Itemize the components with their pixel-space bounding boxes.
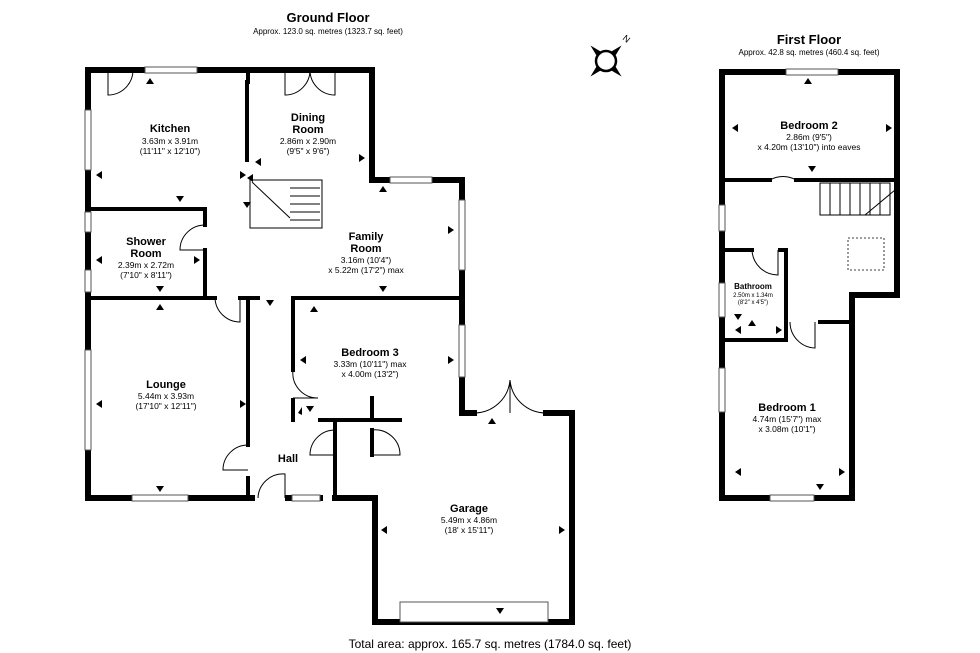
room-dims: 5.49m x 4.86m	[441, 515, 497, 525]
room-name: Shower	[126, 236, 166, 248]
room-dims: x 4.00m (13'2")	[341, 369, 398, 379]
room-dims: (11'11" x 12'10")	[140, 146, 201, 156]
room-dims: 3.16m (10'4")	[341, 255, 392, 265]
room-name: Bedroom 3	[341, 347, 398, 359]
room-family: Family Room 3.16m (10'4") x 5.22m (17'2"…	[328, 231, 404, 275]
room-lounge: Lounge 5.44m x 3.93m (17'10" x 12'11")	[135, 379, 196, 411]
first-stairs	[819, 182, 896, 216]
compass-icon: N	[590, 33, 632, 77]
room-name: Bathroom	[734, 282, 772, 291]
room-name: Garage	[450, 503, 488, 515]
ground-floor-area: Approx. 123.0 sq. metres (1323.7 sq. fee…	[253, 27, 403, 36]
room-bathroom: Bathroom 2.50m x 1.34m (8'2" x 4'5")	[733, 282, 773, 306]
first-floor-windows	[718, 68, 839, 502]
room-dims: x 5.22m (17'2") max	[328, 265, 404, 275]
room-dims: 2.50m x 1.34m	[733, 293, 773, 299]
room-hall: Hall	[278, 453, 298, 465]
room-name: Room	[292, 124, 323, 136]
room-dims: (9'5" x 9'6")	[287, 146, 330, 156]
first-floor-markers	[732, 78, 892, 490]
room-name: Family	[349, 231, 385, 243]
first-floor-title: First Floor	[777, 32, 841, 47]
room-dims: 2.86m (9'5")	[786, 132, 832, 142]
ground-floor-doors	[107, 69, 547, 499]
room-name: Room	[350, 243, 381, 255]
room-name: Bedroom 2	[780, 120, 837, 132]
room-shower: Shower Room 2.39m x 2.72m (7'10" x 8'11"…	[118, 236, 174, 280]
room-bedroom-1: Bedroom 1 4.74m (15'7") max x 3.08m (10'…	[753, 402, 823, 434]
room-name: Hall	[278, 453, 298, 465]
room-garage: Garage 5.49m x 4.86m (18' x 15'11")	[441, 503, 497, 535]
room-bedroom-3: Bedroom 3 3.33m (10'11") max x 4.00m (13…	[334, 347, 408, 379]
room-name: Dining	[291, 112, 325, 124]
room-name: Lounge	[146, 379, 186, 391]
first-floor-walls	[719, 69, 900, 501]
room-dims: (7'10" x 8'11")	[120, 270, 172, 280]
room-dims: x 4.20m (13'10") into eaves	[758, 142, 861, 152]
room-dims: 3.33m (10'11") max	[334, 359, 408, 369]
room-dims: (17'10" x 12'11")	[135, 401, 196, 411]
room-dims: 5.44m x 3.93m	[138, 391, 194, 401]
ground-stairs	[251, 181, 320, 221]
room-name: Room	[130, 248, 161, 260]
compass-label: N	[621, 33, 632, 45]
ground-floor-title: Ground Floor	[286, 10, 369, 25]
room-dims: 3.63m x 3.91m	[142, 136, 198, 146]
room-dims: x 3.08m (10'1")	[758, 424, 815, 434]
room-dims: (18' x 15'11")	[445, 525, 494, 535]
room-kitchen: Kitchen 3.63m x 3.91m (11'11" x 12'10")	[140, 123, 201, 156]
room-name: Bedroom 1	[758, 402, 815, 414]
room-dims: (8'2" x 4'5")	[738, 300, 768, 306]
ground-floor-windows	[84, 66, 549, 623]
room-dining: Dining Room 2.86m x 2.90m (9'5" x 9'6")	[280, 112, 336, 156]
room-dims: 4.74m (15'7") max	[753, 414, 823, 424]
ground-floor-markers	[96, 78, 565, 614]
room-name: Kitchen	[150, 123, 191, 135]
room-bedroom-2: Bedroom 2 2.86m (9'5") x 4.20m (13'10") …	[758, 120, 861, 152]
first-floor-area: Approx. 42.8 sq. metres (460.4 sq. feet)	[739, 48, 880, 57]
total-area: Total area: approx. 165.7 sq. metres (17…	[349, 637, 632, 651]
room-dims: 2.86m x 2.90m	[280, 136, 336, 146]
first-floor-doors	[751, 176, 816, 349]
room-dims: 2.39m x 2.72m	[118, 260, 174, 270]
